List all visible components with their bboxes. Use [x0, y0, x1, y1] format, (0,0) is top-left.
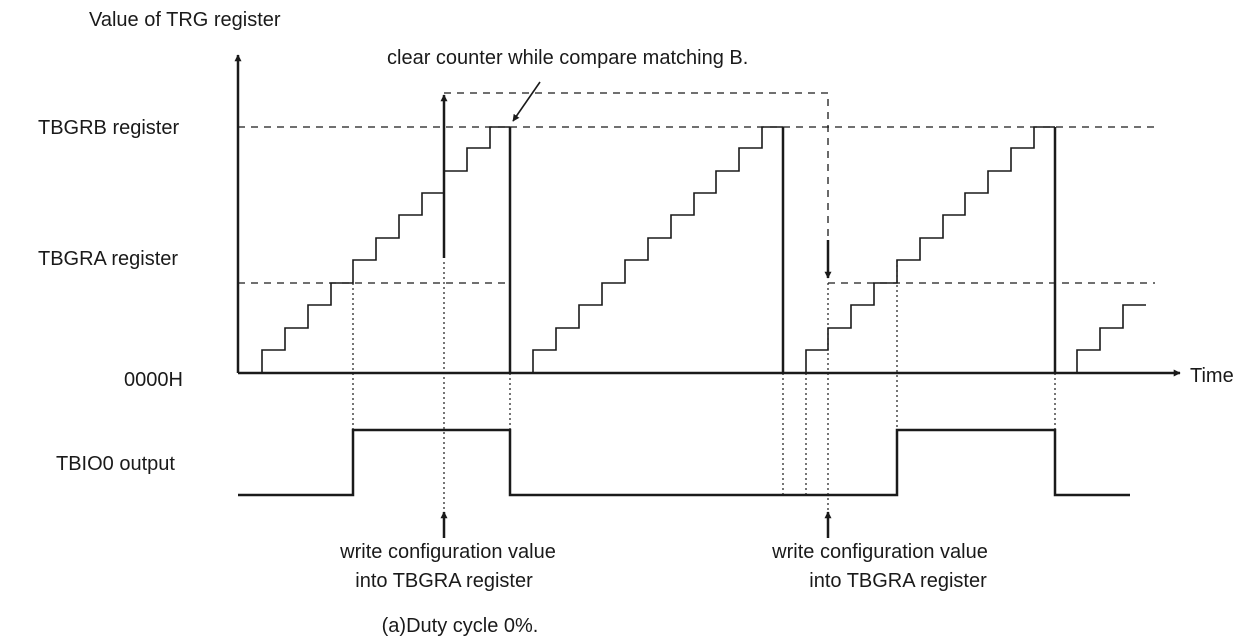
annotation-write-config-1-line2: into TBGRA register [355, 570, 533, 592]
tbgra-level-label: TBGRA register [38, 248, 178, 270]
y-axis-title: Value of TRG register [89, 9, 281, 31]
annotation-write-config-2-line2: into TBGRA register [809, 570, 987, 592]
timing-guides [352, 260, 1056, 515]
counter-clear-lines [508, 127, 1057, 373]
caption: (a)Duty cycle 0%. [382, 615, 539, 637]
annotation-write-config-2-line1: write configuration value [771, 541, 988, 563]
x-axis-title: Time [1190, 365, 1234, 387]
annotation-clear-counter: clear counter while compare matching B. [387, 47, 748, 69]
zero-level-label: 0000H [124, 369, 183, 391]
output-label: TBIO0 output [56, 453, 175, 475]
tbio0-waveform [238, 428, 1130, 497]
annotation-write-config-1-line1: write configuration value [339, 541, 556, 563]
tbgrb-level-label: TBGRB register [38, 117, 179, 139]
clear-counter-pointer-arrow [512, 81, 541, 122]
counter-staircase [261, 126, 1146, 373]
tbgra-new-value-path [444, 92, 829, 262]
